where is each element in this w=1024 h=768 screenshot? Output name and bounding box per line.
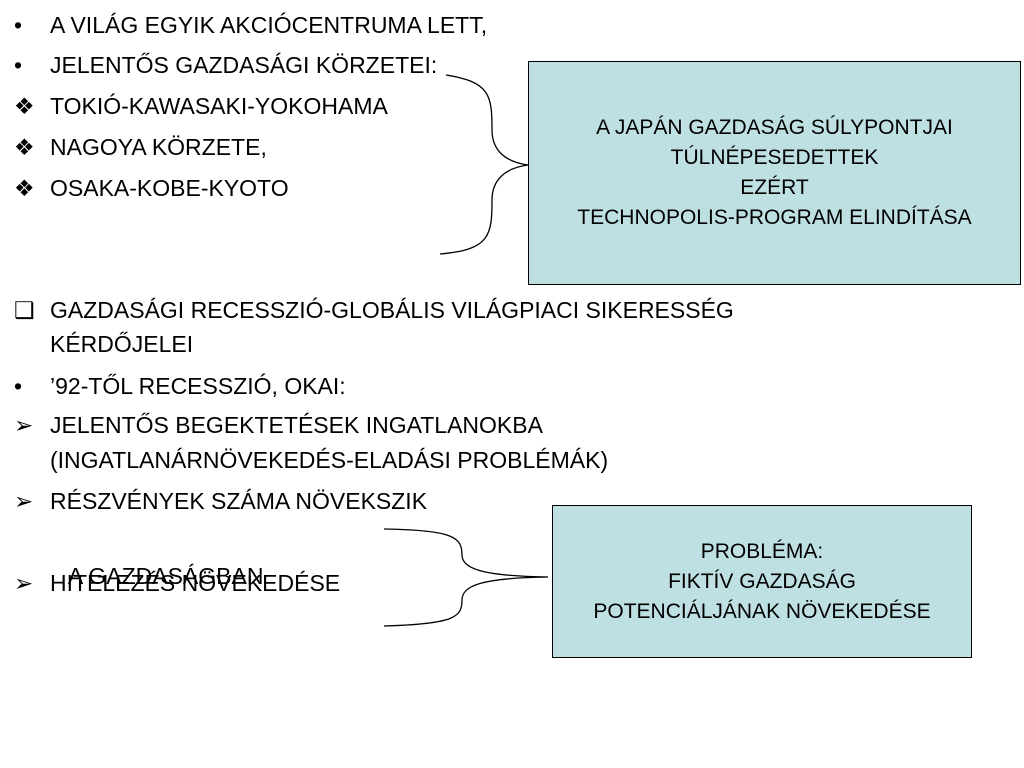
callout-line: TÚLNÉPESEDETTEK	[670, 146, 879, 169]
list-item: ❖ TOKIÓ-KAWASAKI-YOKOHAMA	[14, 89, 388, 123]
list-item-text: ’92-TŐL RECESSZIÓ, OKAI:	[50, 373, 346, 399]
bullet-icon: •	[14, 373, 23, 399]
callout-line: A JAPÁN GAZDASÁG SÚLYPONTJAI	[596, 116, 953, 139]
list-item-continuation: A GAZDASÁGBAN	[14, 525, 264, 593]
list-item: ❖ NAGOYA KÖRZETE,	[14, 130, 267, 164]
list-item-text: NAGOYA KÖRZETE,	[50, 134, 267, 160]
list-item-text: OSAKA-KOBE-KYOTO	[50, 175, 289, 201]
callout-line: TECHNOPOLIS-PROGRAM ELINDÍTÁSA	[577, 206, 972, 229]
arrow-bullet-icon: ➢	[14, 488, 34, 514]
list-item: ➢ JELENTŐS BEGEKTETÉSEK INGATLANOKBA	[14, 408, 543, 442]
list-item: ➢ HITELEZÉS NÖVEKEDÉSE	[14, 566, 340, 600]
callout-box-bottom: PROBLÉMA: FIKTÍV GAZDASÁG POTENCIÁLJÁNAK…	[552, 505, 972, 658]
callout-box-top: A JAPÁN GAZDASÁG SÚLYPONTJAI TÚLNÉPESEDE…	[528, 61, 1021, 285]
list-item: • A VILÁG EGYIK AKCIÓCENTRUMA LETT,	[14, 8, 487, 42]
arrow-bullet-icon: ➢	[14, 412, 34, 438]
list-item-text: JELENTŐS BEGEKTETÉSEK INGATLANOKBA	[50, 412, 543, 438]
list-item: ➢ RÉSZVÉNYEK SZÁMA NÖVEKSZIK	[14, 484, 427, 518]
callout-line: FIKTÍV GAZDASÁG	[668, 569, 856, 593]
list-item-text: (INGATLANÁRNÖVEKEDÉS-ELADÁSI PROBLÉMÁK)	[50, 447, 609, 473]
diamond-bullet-icon: ❖	[14, 175, 35, 201]
list-item: ❑ GAZDASÁGI RECESSZIÓ-GLOBÁLIS VILÁGPIACI…	[14, 293, 734, 327]
list-item-continuation: (INGATLANÁRNÖVEKEDÉS-ELADÁSI PROBLÉMÁK)	[14, 443, 608, 477]
list-item-text: HITELEZÉS NÖVEKEDÉSE	[50, 570, 341, 596]
list-item-continuation: KÉRDŐJELEI	[14, 327, 193, 361]
list-item-text: A VILÁG EGYIK AKCIÓCENTRUMA LETT,	[50, 12, 488, 38]
square-bullet-icon: ❑	[14, 297, 35, 323]
callout-line: POTENCIÁLJÁNAK NÖVEKEDÉSE	[593, 599, 931, 623]
list-item-text: KÉRDŐJELEI	[50, 331, 194, 357]
bottom-brace	[383, 528, 549, 627]
callout-line: PROBLÉMA:	[700, 539, 824, 563]
bullet-icon: •	[14, 12, 23, 38]
list-item-text: TOKIÓ-KAWASAKI-YOKOHAMA	[50, 93, 388, 119]
bullet-icon: •	[14, 52, 23, 78]
list-item-text: RÉSZVÉNYEK SZÁMA NÖVEKSZIK	[50, 488, 428, 514]
list-item-text: JELENTŐS GAZDASÁGI KÖRZETEI:	[50, 52, 438, 78]
list-item-text: A GAZDASÁGBAN	[62, 563, 264, 589]
callout-line: EZÉRT	[740, 176, 809, 199]
list-item-text: GAZDASÁGI RECESSZIÓ-GLOBÁLIS VILÁGPIACI …	[50, 297, 734, 323]
top-brace	[439, 74, 529, 255]
arrow-bullet-icon: ➢	[14, 570, 34, 596]
list-item: • ’92-TŐL RECESSZIÓ, OKAI:	[14, 369, 346, 403]
list-item: ❖ OSAKA-KOBE-KYOTO	[14, 171, 289, 205]
diamond-bullet-icon: ❖	[14, 93, 35, 119]
list-item: • JELENTŐS GAZDASÁGI KÖRZETEI:	[14, 48, 437, 82]
diamond-bullet-icon: ❖	[14, 134, 35, 160]
